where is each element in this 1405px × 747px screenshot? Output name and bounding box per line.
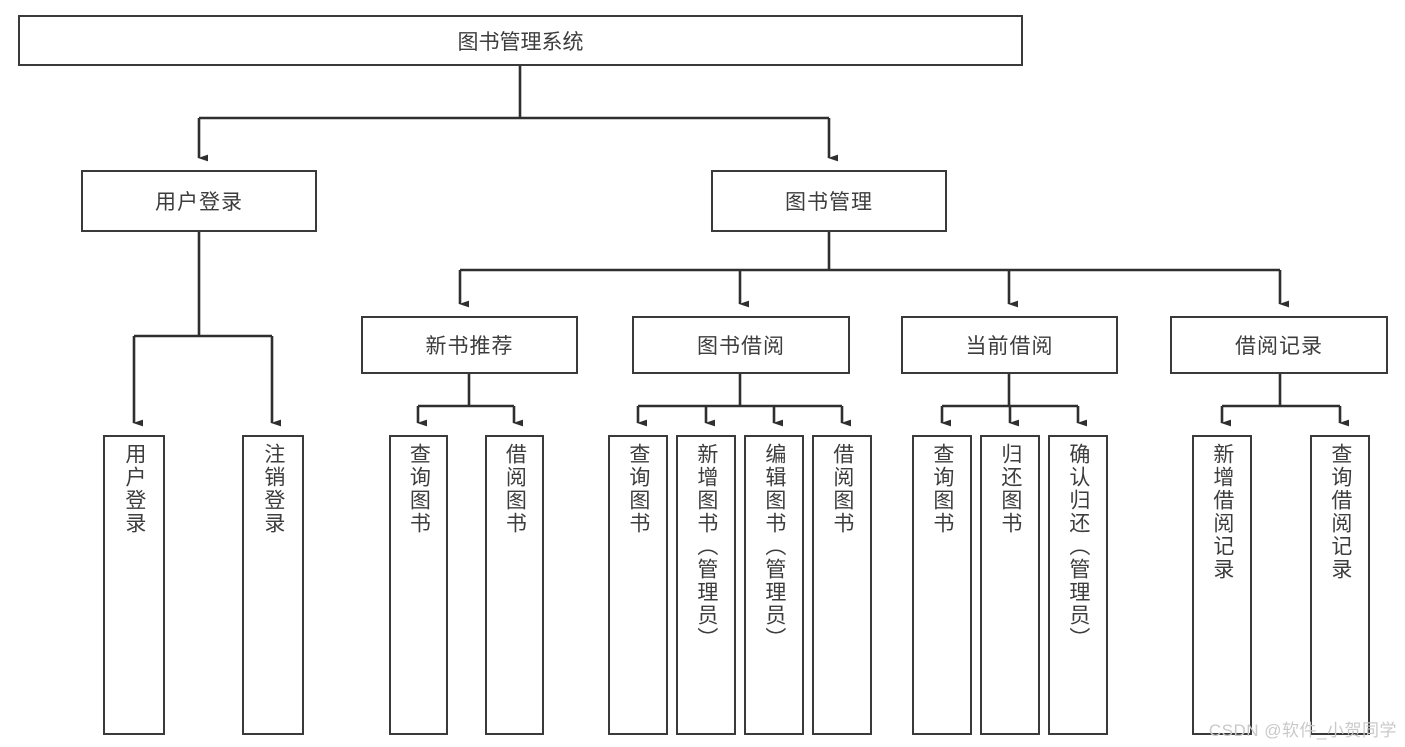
- leaf-current-query-book[interactable]: 查询图书: [912, 435, 972, 735]
- node-book-borrow-label: 图书借阅: [697, 335, 785, 358]
- node-root-label: 图书管理系统: [457, 30, 584, 54]
- node-borrow-record-label: 借阅记录: [1235, 335, 1323, 358]
- node-current-borrow-label: 当前借阅: [965, 335, 1054, 358]
- leaf-label: 注销登录: [261, 443, 285, 535]
- leaf-record-query-record[interactable]: 查询借阅记录: [1310, 435, 1370, 735]
- leaf-user-login-logout[interactable]: 注销登录: [242, 435, 304, 735]
- leaf-label: 新增图书（管理员）: [694, 443, 718, 650]
- node-book-borrow[interactable]: 图书借阅: [632, 316, 850, 374]
- leaf-borrow-query-book[interactable]: 查询图书: [608, 435, 668, 735]
- node-new-book-recommend[interactable]: 新书推荐: [361, 316, 578, 374]
- node-book-management[interactable]: 图书管理: [711, 170, 947, 232]
- node-user-login-label: 用户登录: [155, 191, 243, 214]
- leaf-label: 查询图书: [407, 443, 431, 535]
- leaf-label: 查询图书: [626, 443, 650, 535]
- leaf-label: 编辑图书（管理员）: [762, 443, 786, 650]
- leaf-label: 确认归还（管理员）: [1066, 443, 1090, 650]
- leaf-current-return-book[interactable]: 归还图书: [980, 435, 1040, 735]
- node-user-login[interactable]: 用户登录: [81, 170, 317, 232]
- node-borrow-record[interactable]: 借阅记录: [1170, 316, 1388, 374]
- leaf-borrow-add-book-admin[interactable]: 新增图书（管理员）: [676, 435, 736, 735]
- leaf-record-add-record[interactable]: 新增借阅记录: [1192, 435, 1252, 735]
- leaf-label: 借阅图书: [503, 443, 527, 535]
- leaf-recommend-borrow-book[interactable]: 借阅图书: [485, 435, 544, 735]
- leaf-label: 借阅图书: [830, 443, 854, 535]
- watermark: CSDN @软件_小贺同学: [1208, 721, 1397, 740]
- leaf-label: 新增借阅记录: [1210, 443, 1234, 581]
- leaf-label: 查询借阅记录: [1328, 443, 1352, 581]
- leaf-label: 用户登录: [122, 443, 146, 535]
- leaf-label: 归还图书: [998, 443, 1022, 535]
- node-current-borrow[interactable]: 当前借阅: [901, 316, 1118, 374]
- node-book-management-label: 图书管理: [785, 191, 873, 214]
- leaf-recommend-query-book[interactable]: 查询图书: [389, 435, 448, 735]
- leaf-borrow-edit-book-admin[interactable]: 编辑图书（管理员）: [744, 435, 804, 735]
- node-root[interactable]: 图书管理系统: [18, 15, 1023, 66]
- leaf-borrow-borrow-book[interactable]: 借阅图书: [812, 435, 872, 735]
- node-new-book-recommend-label: 新书推荐: [425, 335, 514, 358]
- leaf-current-confirm-return-admin[interactable]: 确认归还（管理员）: [1048, 435, 1108, 735]
- leaf-user-login-signin[interactable]: 用户登录: [103, 435, 165, 735]
- leaf-label: 查询图书: [930, 443, 954, 535]
